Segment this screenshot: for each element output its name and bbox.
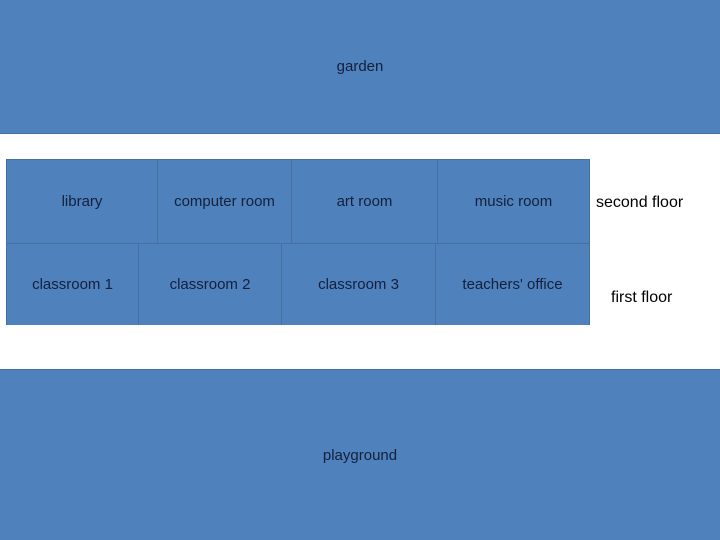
room-computer-room: computer room [157,160,291,243]
second-floor-row: library computer room art room music roo… [7,160,589,243]
garden-label: garden [336,58,384,75]
room-classroom-1: classroom 1 [7,244,138,325]
room-library: library [7,160,157,243]
room-art-room: art room [291,160,437,243]
playground-label: playground [322,446,398,464]
first-floor-row: classroom 1 classroom 2 classroom 3 teac… [7,243,589,325]
room-teachers-office: teachers' office [435,244,589,325]
school-building: library computer room art room music roo… [6,159,590,325]
first-floor-label: first floor [611,289,673,306]
room-music-room: music room [437,160,589,243]
room-classroom-2: classroom 2 [138,244,281,325]
room-classroom-3: classroom 3 [281,244,435,325]
playground-area: playground [0,369,720,540]
garden-area: garden [0,0,720,134]
second-floor-label: second floor [596,194,684,211]
